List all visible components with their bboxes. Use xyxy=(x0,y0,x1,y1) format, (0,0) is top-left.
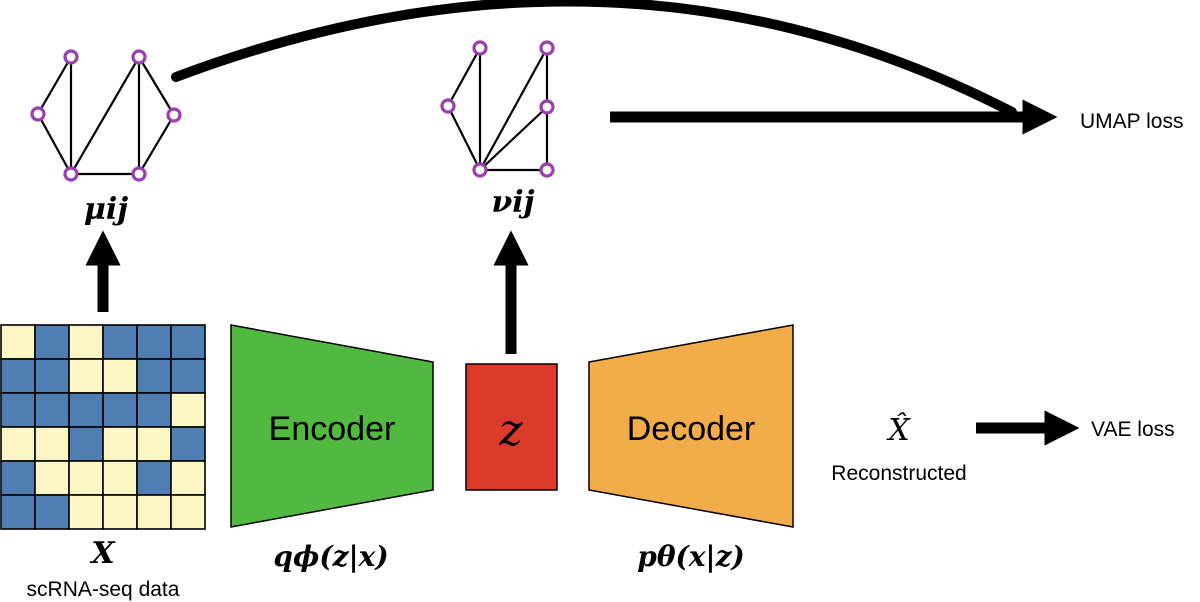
latent-block xyxy=(465,363,558,491)
matrix-cell xyxy=(0,426,36,462)
encoder-formula: qϕ(z|x) xyxy=(273,540,388,573)
graph-node xyxy=(63,166,79,182)
graph-node xyxy=(539,99,555,115)
matrix-cell xyxy=(68,392,104,428)
latent-label: z xyxy=(498,405,523,456)
graph-node xyxy=(63,49,79,65)
encoder-block xyxy=(230,324,434,528)
input-symbol: X xyxy=(89,536,116,571)
low-dim-graph-label: νij xyxy=(491,185,534,220)
matrix-cell xyxy=(136,358,172,394)
decoder-block xyxy=(588,324,794,528)
graph-node xyxy=(440,98,456,114)
matrix-cell xyxy=(0,494,36,530)
graph-node xyxy=(472,40,488,56)
low-dim-graph xyxy=(440,40,555,178)
matrix-cell xyxy=(68,460,104,496)
decoder-label: Decoder xyxy=(627,410,756,448)
vae-loss-label: VAE loss xyxy=(1091,418,1175,441)
matrix-cell xyxy=(34,358,70,394)
matrix-cell xyxy=(34,426,70,462)
matrix-cell xyxy=(136,426,172,462)
graph-node xyxy=(472,162,488,178)
matrix-cell xyxy=(136,392,172,428)
matrix-cell xyxy=(170,324,206,360)
matrix-cell xyxy=(170,460,206,496)
graph-node xyxy=(166,107,182,123)
matrix-cell xyxy=(68,324,104,360)
matrix-cell xyxy=(136,324,172,360)
high-dim-graph xyxy=(30,49,182,182)
matrix-cell xyxy=(68,494,104,530)
matrix-cell xyxy=(34,460,70,496)
matrix-cell xyxy=(102,494,138,530)
matrix-cell xyxy=(170,392,206,428)
input-data-matrix xyxy=(0,324,206,530)
matrix-cell xyxy=(102,324,138,360)
graph-node xyxy=(131,49,147,65)
matrix-cell xyxy=(0,392,36,428)
high-dim-graph-label: μij xyxy=(84,192,128,227)
umap-arc xyxy=(171,0,1017,117)
graph-node xyxy=(539,162,555,178)
input-caption: scRNA-seq data xyxy=(27,578,180,601)
umap-loss-label: UMAP loss xyxy=(1080,110,1183,133)
matrix-cell xyxy=(170,358,206,394)
matrix-cell xyxy=(34,324,70,360)
matrix-cell xyxy=(0,324,36,360)
matrix-cell xyxy=(170,494,206,530)
matrix-cell xyxy=(0,358,36,394)
matrix-cell xyxy=(170,426,206,462)
output-caption: Reconstructed xyxy=(831,462,966,485)
matrix-cell xyxy=(136,494,172,530)
output-symbol: X̂ xyxy=(886,413,911,448)
matrix-cell xyxy=(0,460,36,496)
encoder-label: Encoder xyxy=(269,410,396,448)
graph-node xyxy=(131,166,147,182)
matrix-cell xyxy=(68,426,104,462)
matrix-cell xyxy=(136,460,172,496)
matrix-cell xyxy=(34,392,70,428)
matrix-cell xyxy=(102,460,138,496)
matrix-cell xyxy=(68,358,104,394)
decoder-formula: pθ(x|z) xyxy=(637,540,745,573)
graph-node xyxy=(539,40,555,56)
matrix-cell xyxy=(102,392,138,428)
graph-node xyxy=(30,106,46,122)
matrix-cell xyxy=(34,494,70,530)
matrix-cell xyxy=(102,358,138,394)
matrix-cell xyxy=(102,426,138,462)
